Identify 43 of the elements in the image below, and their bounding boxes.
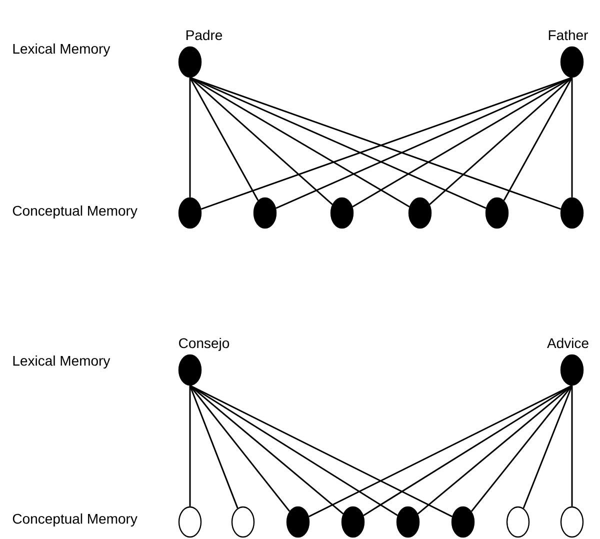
connector-line — [363, 384, 572, 516]
connector-line — [571, 78, 573, 198]
word-label: Padre — [186, 30, 222, 40]
filled-node — [560, 197, 584, 229]
connector-line — [522, 385, 573, 509]
filled-node — [396, 506, 420, 538]
filled-node — [341, 506, 365, 538]
connector-line — [308, 384, 572, 518]
row-label: Lexical Memory — [13, 43, 110, 57]
connector-line — [417, 385, 572, 514]
filled-node — [451, 506, 475, 538]
connector-line — [189, 77, 259, 201]
connector-line — [190, 384, 398, 516]
filled-node — [178, 197, 202, 229]
connector-line — [190, 76, 486, 209]
connector-line — [276, 76, 572, 209]
hollow-node — [231, 506, 255, 538]
connector-line — [190, 384, 452, 518]
filled-node — [408, 197, 432, 229]
row-label: Conceptual Memory — [12, 513, 138, 527]
connector-line — [189, 385, 238, 508]
word-label: Advice — [547, 338, 588, 348]
connector-line — [352, 76, 572, 208]
filled-node — [286, 506, 310, 538]
connector-line — [503, 77, 573, 201]
row-label: Lexical Memory — [13, 355, 110, 369]
connector-line — [470, 385, 573, 512]
word-label: Consejo — [179, 338, 230, 351]
hollow-node — [506, 506, 530, 538]
connector-line — [571, 386, 573, 506]
filled-node — [253, 197, 277, 229]
connector-line — [190, 77, 333, 205]
connector-line — [189, 386, 191, 506]
hollow-node — [560, 506, 584, 538]
connector-line — [189, 78, 191, 198]
filled-node — [330, 197, 354, 229]
row-label: Conceptual Memory — [12, 205, 138, 219]
connector-line — [190, 76, 410, 208]
connector-line — [189, 385, 290, 512]
connector-line — [429, 77, 572, 205]
hollow-node — [178, 506, 202, 538]
word-label: Father — [548, 30, 588, 40]
filled-node — [485, 197, 509, 229]
